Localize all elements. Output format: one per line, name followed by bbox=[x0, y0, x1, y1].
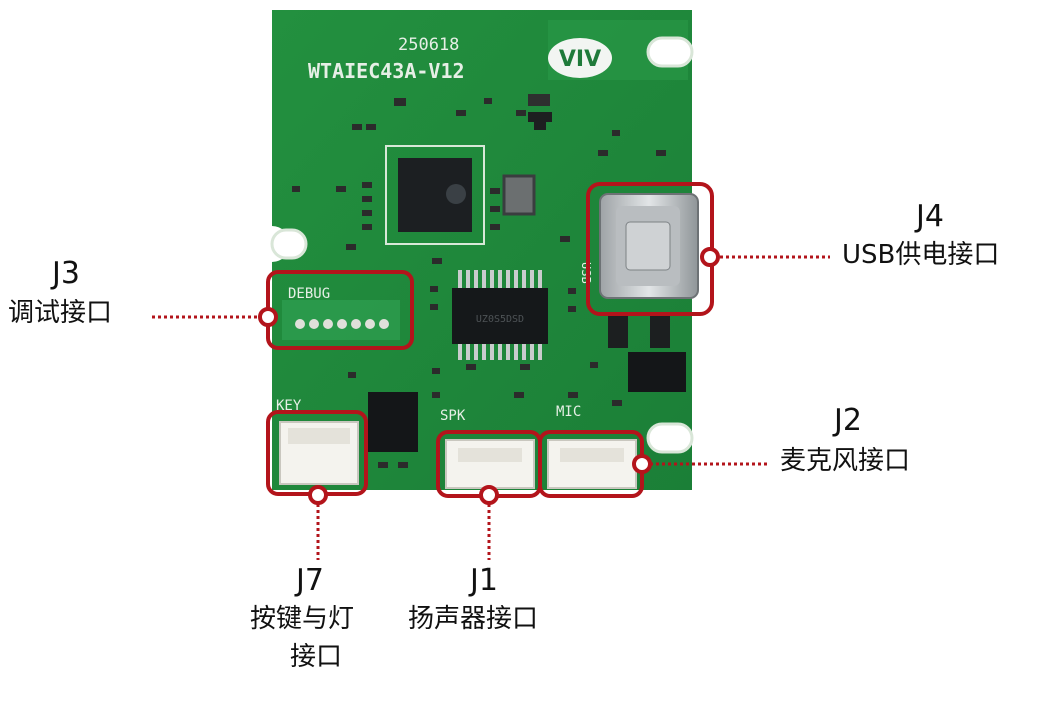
j2-name: 麦克风接口 bbox=[780, 446, 911, 476]
j3-name: 调试接口 bbox=[8, 298, 113, 328]
mounting-holes bbox=[270, 36, 694, 454]
small-component bbox=[528, 112, 552, 130]
j7-name-line1: 按键与灯 bbox=[250, 604, 355, 634]
viv-logo: VIV bbox=[548, 38, 612, 78]
j1-name: 扬声器接口 bbox=[408, 604, 539, 634]
key-connector: KEY bbox=[276, 398, 359, 485]
j1-dot bbox=[479, 485, 499, 505]
silk-mic: MIC bbox=[556, 404, 581, 420]
spk-connector: SPK bbox=[440, 408, 535, 489]
j7-name-line2: 接口 bbox=[290, 642, 343, 672]
inductor bbox=[608, 316, 628, 348]
j7-id: J7 bbox=[296, 563, 324, 598]
j1-id: J1 bbox=[470, 563, 498, 598]
power-ic bbox=[628, 352, 686, 392]
smd-components bbox=[292, 98, 666, 468]
small-component bbox=[528, 94, 550, 106]
chip-marking: UZ0S5DSD bbox=[476, 314, 524, 325]
j3-dot bbox=[258, 307, 278, 327]
debug-pads: DEBUG bbox=[282, 286, 400, 340]
usb-c-connector: USB bbox=[579, 193, 699, 299]
crystal bbox=[502, 174, 536, 216]
codec-chip: UZ0S5DSD bbox=[452, 270, 548, 360]
j2-id: J2 bbox=[834, 403, 862, 438]
j4-name: USB供电接口 bbox=[842, 240, 1000, 270]
j4-id: J4 bbox=[916, 199, 944, 234]
power-ic bbox=[368, 392, 418, 452]
inductor bbox=[650, 316, 670, 348]
j7-dot bbox=[308, 485, 328, 505]
date-code: 250618 bbox=[398, 35, 459, 55]
leader-lines bbox=[152, 255, 830, 560]
logo-text: VIV bbox=[559, 47, 601, 72]
mcu-chip bbox=[385, 145, 485, 245]
j3-id: J3 bbox=[52, 256, 80, 291]
mic-connector: MIC bbox=[547, 404, 637, 489]
j4-dot bbox=[700, 247, 720, 267]
j2-dot bbox=[632, 454, 652, 474]
board-model: WTAIEC43A-V12 bbox=[308, 59, 465, 83]
leader-dots bbox=[258, 247, 720, 505]
silk-debug: DEBUG bbox=[288, 286, 330, 302]
pcb-board bbox=[272, 10, 692, 490]
silk-spk: SPK bbox=[440, 408, 466, 424]
